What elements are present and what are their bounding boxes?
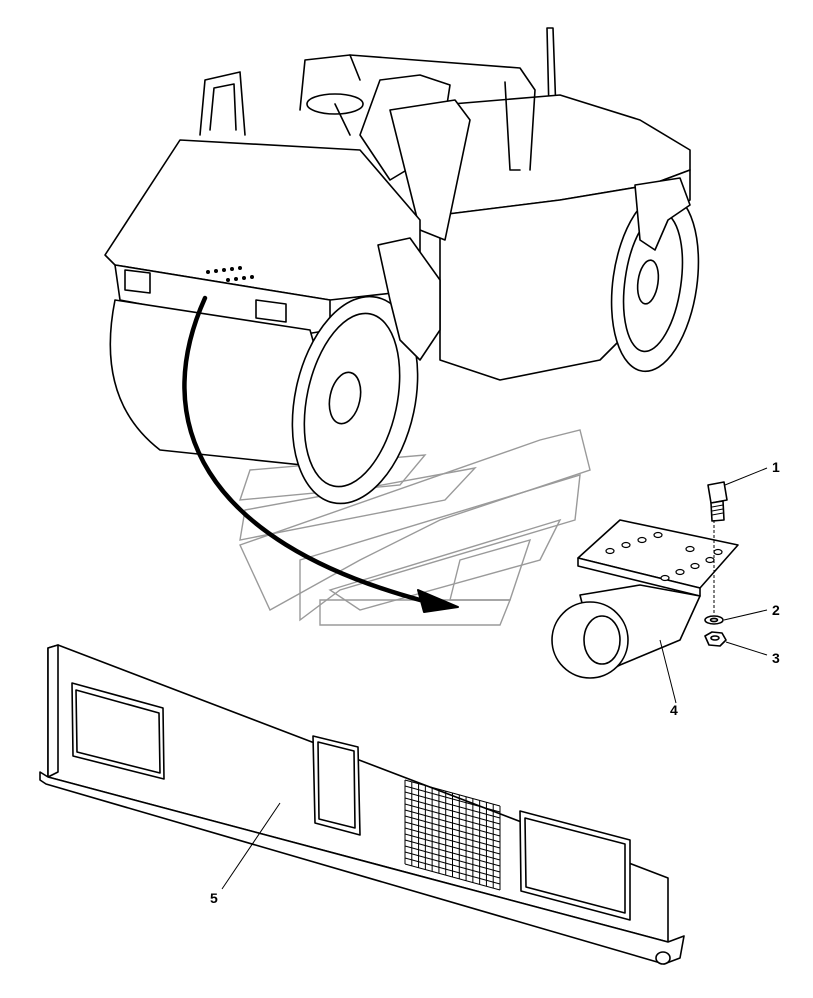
panel-opening-2 (312, 735, 361, 836)
callout-1: 1 (772, 459, 780, 475)
hood-vents (206, 266, 254, 282)
grille-line (404, 833, 501, 861)
bracket-bore (583, 615, 621, 665)
location-arrow (182, 295, 459, 613)
mounting-bracket (551, 519, 739, 679)
grille-line (404, 839, 501, 867)
front-drum-hub (328, 371, 362, 425)
rops-left-front (199, 71, 246, 136)
nut (704, 631, 727, 647)
front-light-right (255, 299, 287, 323)
callout-4: 4 (670, 702, 678, 718)
seat-back (389, 99, 471, 241)
grille-line (404, 845, 501, 873)
leader-3 (725, 641, 768, 656)
grille-line (404, 863, 501, 891)
callout-2: 2 (772, 602, 780, 618)
leader-1 (724, 467, 768, 486)
bolt (707, 481, 728, 522)
rear-drum-hub (636, 259, 660, 305)
rops-top (299, 54, 361, 111)
front-light-left (124, 269, 151, 294)
front-drum (109, 299, 351, 471)
arrow-head (417, 589, 459, 613)
leader-2 (723, 609, 768, 621)
panel-flange (39, 771, 685, 965)
front-fender (377, 237, 441, 361)
callout-5: 5 (210, 890, 218, 906)
leader-4 (659, 639, 677, 704)
front-panel (39, 644, 685, 965)
roller-machine (104, 27, 700, 505)
rear-fender (634, 177, 691, 251)
callout-3: 3 (772, 650, 780, 666)
grille-line (404, 827, 501, 855)
leader-5 (221, 802, 281, 890)
panel-opening-1 (71, 682, 165, 780)
grille-line (404, 821, 501, 849)
washer (704, 615, 724, 625)
grille-line (404, 851, 501, 879)
panel-grille (404, 779, 501, 891)
grille-line (404, 857, 501, 885)
